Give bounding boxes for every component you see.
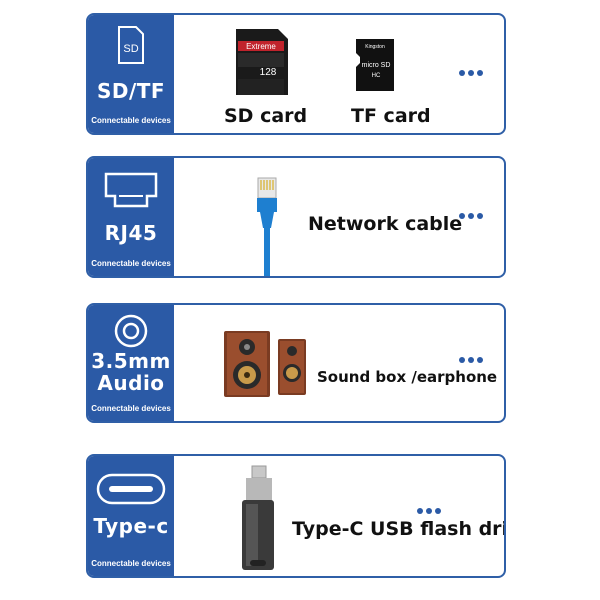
type-c-port-icon	[88, 472, 174, 506]
sd-brand-text: Extreme	[246, 42, 276, 51]
device-label-tf-card: TF card	[351, 105, 431, 127]
ethernet-port-icon	[88, 170, 174, 210]
ethernet-cable-image	[252, 176, 282, 276]
card-sidebar: Type-c Connectable devices	[88, 456, 174, 576]
sd-capacity-text: 128	[260, 67, 277, 78]
card-title: Type-c	[93, 514, 169, 538]
sd-card-image: Extreme 128	[234, 27, 290, 102]
svg-text:SD: SD	[123, 43, 138, 55]
card-sidebar: SD SD/TF Connectable devices	[88, 15, 174, 133]
card-subtitle: Connectable devices	[91, 559, 171, 568]
card-subtitle: Connectable devices	[91, 116, 171, 125]
card-type-c: Type-c Connectable devices Type-C USB fl…	[86, 454, 506, 578]
card-sd-tf: SD SD/TF Connectable devices Extreme 128…	[86, 13, 506, 135]
card-sidebar: 3.5mm Audio Connectable devices	[88, 305, 174, 421]
card-title: RJ45	[104, 221, 158, 245]
card-subtitle: Connectable devices	[91, 259, 171, 268]
tf-name-text: micro SD	[362, 62, 391, 69]
more-icon	[417, 508, 441, 514]
card-title-line2: Audio	[97, 371, 165, 395]
device-label-sd-card: SD card	[224, 105, 308, 127]
more-icon	[459, 213, 483, 219]
more-icon	[459, 70, 483, 76]
tf-brand-text: Kingston	[365, 44, 385, 50]
device-label-sound-box: Sound box /earphone	[317, 368, 498, 386]
sd-card-icon: SD	[88, 25, 174, 65]
speakers-image	[222, 329, 308, 404]
device-label-type-c-usb-flash-drive: Type-C USB flash drive	[292, 518, 504, 540]
card-title: SD/TF	[96, 79, 166, 103]
card-audio: 3.5mm Audio Connectable devices Sound bo…	[86, 303, 506, 423]
microsd-card-image: Kingston micro SD HC	[354, 37, 396, 98]
more-icon	[459, 357, 483, 363]
card-subtitle: Connectable devices	[91, 404, 171, 413]
device-label-network-cable: Network cable	[308, 213, 463, 235]
audio-jack-icon	[88, 313, 174, 349]
usb-flash-drive-image	[236, 464, 280, 576]
tf-class-text: HC	[372, 73, 381, 79]
card-sidebar: RJ45 Connectable devices	[88, 158, 174, 276]
card-rj45: RJ45 Connectable devices Network cable	[86, 156, 506, 278]
card-title-line1: 3.5mm	[91, 349, 171, 373]
